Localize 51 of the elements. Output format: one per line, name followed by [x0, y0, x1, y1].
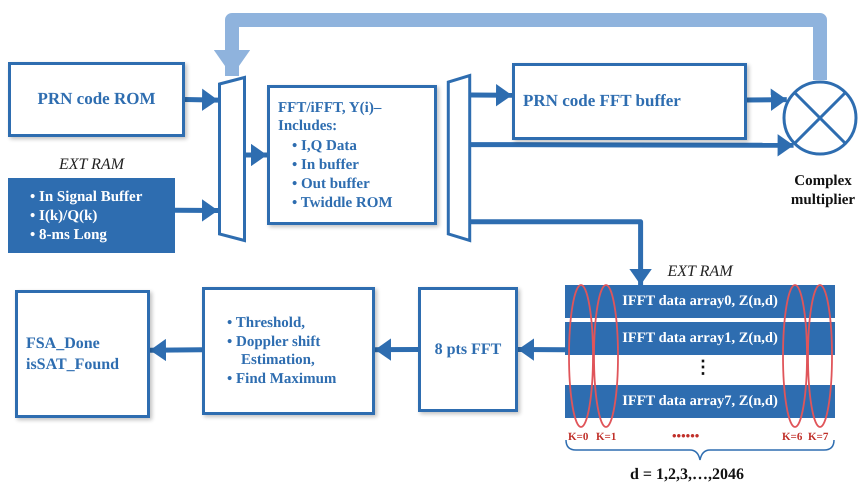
- arrow: [184, 88, 218, 111]
- memory-heading: EXT RAM: [666, 262, 734, 282]
- arrow: [470, 84, 512, 106]
- process-box: [15, 290, 150, 418]
- bullet-item: • In Signal Buffer: [30, 188, 142, 206]
- index-label: K=7: [808, 431, 828, 443]
- bullet-item: • I,Q Data: [292, 136, 358, 154]
- node-text: FFT/iFFT, Y(i)– Includes:: [278, 98, 382, 134]
- arrow: [746, 88, 787, 111]
- index-label: ••••••: [672, 428, 700, 444]
- arrow: [150, 338, 202, 362]
- multiplexer-symbol: [218, 76, 246, 242]
- ellipsis-mark: ⋮: [694, 356, 712, 378]
- process-box: [267, 85, 437, 225]
- bullet-item: • Twiddle ROM: [292, 194, 393, 212]
- data-bar: [565, 285, 835, 318]
- process-box: [418, 287, 518, 412]
- memory-heading: EXT RAM: [58, 155, 126, 174]
- process-box: [512, 63, 747, 140]
- bullet-item: • Doppler shift Estimation,: [227, 333, 322, 369]
- bullet-item: • In buffer: [292, 156, 360, 174]
- multiplexer-symbol: [447, 74, 471, 242]
- bullet-item: • 8-ms Long: [30, 226, 108, 244]
- data-bar: [565, 322, 835, 355]
- index-label: K=1: [596, 431, 616, 443]
- node-text: PRN code FFT buffer: [523, 91, 681, 112]
- arrow: [175, 199, 218, 222]
- node-text: FSA_Done: [26, 334, 100, 353]
- process-box: [202, 287, 375, 415]
- arrow: [518, 338, 566, 361]
- node-text: IFFT data array7, Z(n,d): [622, 392, 778, 410]
- index-label: K=0: [568, 431, 588, 443]
- bullet-item: • Find Maximum: [227, 370, 338, 388]
- bullet-item: • I(k)/Q(k): [30, 206, 98, 224]
- arrow: [246, 144, 267, 166]
- node-text: 8 pts FFT: [434, 340, 502, 360]
- node-text: isSAT_Found: [26, 355, 120, 374]
- node-text: IFFT data array0, Z(n,d): [622, 292, 778, 310]
- bullet-item: • Out buffer: [292, 174, 371, 192]
- index-label: K=6: [782, 431, 802, 443]
- arrow: [471, 219, 652, 285]
- bullet-item: • Threshold,: [227, 314, 306, 332]
- range-label: d = 1,2,3,…,2046: [630, 466, 744, 484]
- process-box: [8, 62, 185, 137]
- data-bar: [565, 385, 835, 418]
- arrow: [471, 134, 794, 156]
- node-text: PRN code ROM: [37, 89, 156, 110]
- arrow: [375, 338, 418, 361]
- arrow: [214, 13, 827, 80]
- node-caption: Complex multiplier: [790, 172, 856, 210]
- node-text: IFFT data array1, Z(n,d): [622, 330, 778, 348]
